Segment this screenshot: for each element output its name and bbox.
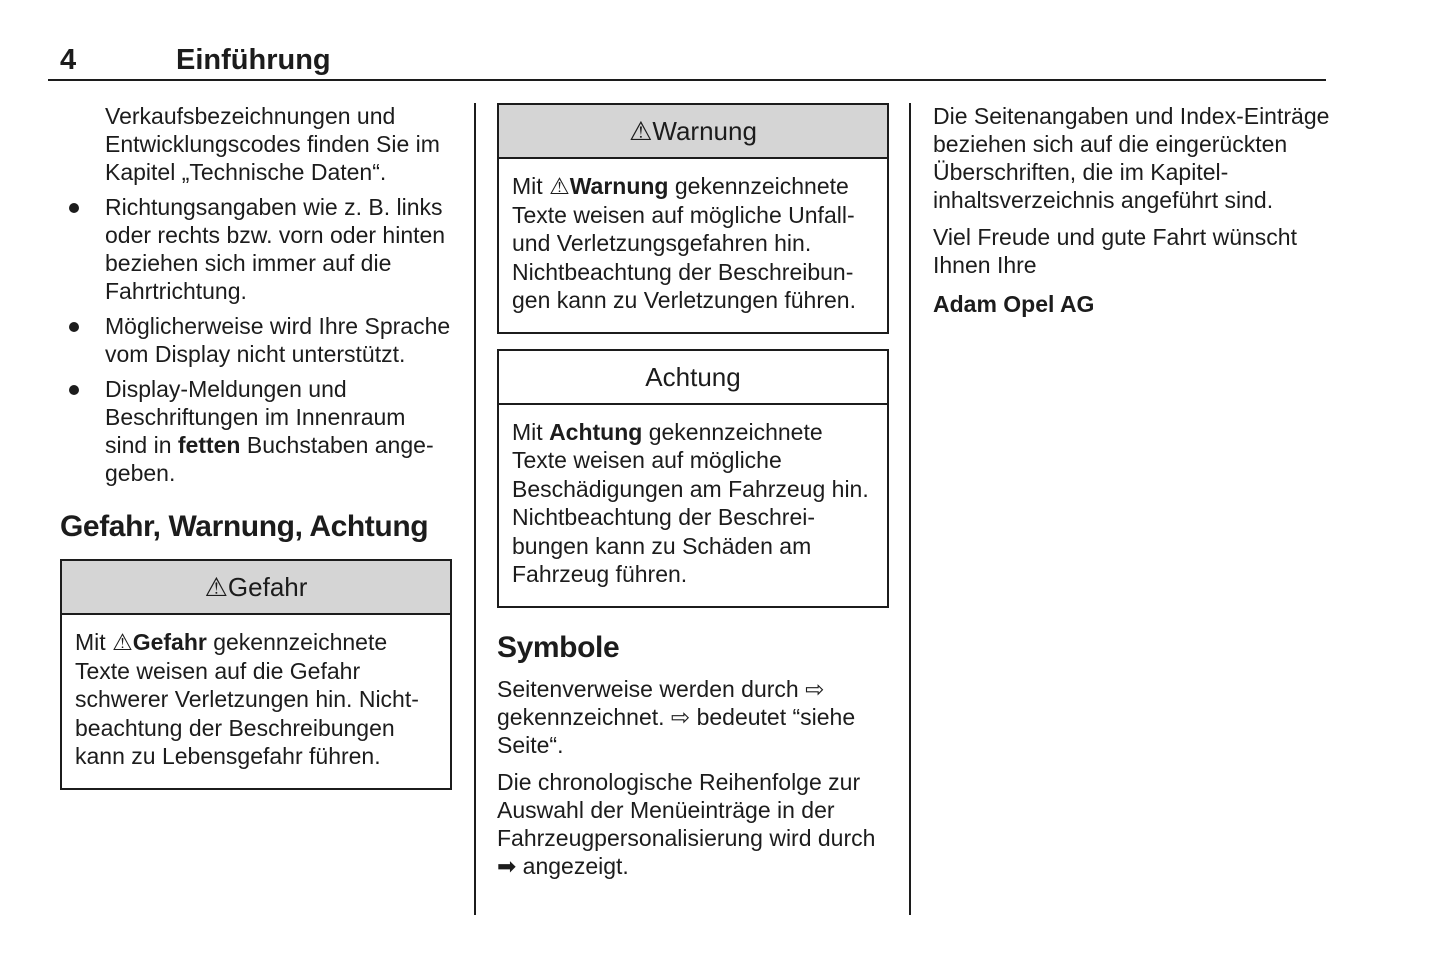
farewell-paragraph: Viel Freude und gute Fahrt wünscht Ihnen… (933, 224, 1297, 278)
page-number: 4 (60, 44, 77, 76)
column-divider (909, 103, 911, 915)
page-title: Einführung (176, 44, 331, 76)
bullet-text: Richtungsangaben wie z. B. links oder re… (105, 194, 446, 304)
symbols-paragraph-1: Seitenverweise werden durch ⇨ gekennzeic… (497, 675, 889, 759)
signature: Adam Opel AG (933, 291, 1095, 317)
warning-box: ⚠Warnung Mit ⚠Warnung gekennzeichnete Te… (497, 103, 889, 334)
caution-box-header: Achtung (499, 351, 887, 405)
symbols-heading: Symbole (497, 630, 620, 664)
bullet-text: Display-Meldungen und Beschriftungen im … (105, 376, 406, 458)
danger-body-keyword: Gefahr (132, 629, 207, 655)
page-reference-arrow-icon: ⇨ (805, 675, 825, 702)
warning-triangle-icon: ⚠ (629, 116, 653, 146)
bullet-text-bold: fetten (177, 432, 241, 458)
section-heading: Gefahr, Warnung, Achtung (60, 510, 429, 543)
symbols-text: angezeigt. (516, 852, 629, 879)
menu-sequence-arrow-icon: ➡ (497, 852, 517, 879)
warning-triangle-icon: ⚠ (549, 173, 570, 199)
bullet-text: Buchstaben ange­geben. (105, 432, 434, 486)
column-divider (474, 103, 476, 915)
warning-body-text: gekennzeichnete Texte weisen auf möglich… (512, 173, 856, 313)
danger-box-title: Gefahr (227, 572, 308, 602)
caution-box-title: Achtung (645, 361, 741, 392)
intro-paragraph: Verkaufsbezeichnungen und Entwicklungsco… (105, 103, 440, 185)
caution-body-text: gekennzeichnete Texte weisen auf möglich… (512, 418, 869, 588)
middle-column: ⚠Warnung Mit ⚠Warnung gekennzeichnete Te… (497, 102, 889, 880)
bullet-icon (69, 385, 79, 395)
danger-body-text: Mit (75, 629, 113, 655)
list-item: Möglicherweise wird Ihre Spra­che vom Di… (60, 312, 452, 368)
warning-body-keyword: Warnung (569, 173, 669, 199)
symbols-text: gekennzeichnet. (497, 703, 671, 730)
caution-body-keyword: Achtung (549, 418, 643, 445)
bullet-icon (69, 322, 79, 332)
caution-box: Achtung Mit Achtung gekennzeichnete Text… (497, 348, 889, 608)
warning-triangle-icon: ⚠ (112, 629, 133, 655)
list-item: Richtungsangaben wie z. B. links oder re… (60, 193, 452, 305)
list-item: Display-Meldungen und Beschriftungen im … (60, 375, 452, 487)
bullet-text: Möglicherweise wird Ihre Spra­che vom Di… (105, 313, 451, 367)
danger-box-body: Mit ⚠Gefahr gekennzeichnete Texte weisen… (62, 615, 450, 788)
warning-body-text: Mit (512, 173, 550, 199)
page-references-paragraph: Die Seitenangaben und Index-Einträge bez… (933, 103, 1330, 213)
symbols-text: Seitenverweise werden durch (497, 675, 806, 702)
danger-box: ⚠Gefahr Mit ⚠Gefahr gekennzeichnete Text… (60, 559, 452, 790)
danger-body-text: gekennzeichnete Texte weisen auf die Gef… (75, 629, 419, 769)
bullet-icon (69, 203, 79, 213)
header-rule (48, 79, 1326, 81)
danger-box-header: ⚠Gefahr (62, 561, 450, 615)
bullet-list: Richtungsangaben wie z. B. links oder re… (60, 193, 452, 487)
warning-triangle-icon: ⚠ (204, 572, 228, 602)
caution-box-body: Mit Achtung gekennzeichnete Texte weisen… (499, 405, 887, 606)
warning-box-header: ⚠Warnung (499, 105, 887, 159)
symbols-paragraph-2: Die chronologische Reihenfolge zur Auswa… (497, 768, 889, 880)
symbols-text: bedeutet “siehe Seite“. (497, 703, 856, 758)
page-reference-arrow-icon: ⇨ (670, 703, 691, 730)
symbols-text: Die chronologische Reihenfolge zur Auswa… (497, 768, 876, 851)
caution-body-text: Mit (512, 418, 550, 445)
left-column: Verkaufsbezeichnungen und Entwicklungsco… (60, 102, 452, 790)
warning-box-body: Mit ⚠Warnung gekennzeichnete Texte weise… (499, 159, 887, 332)
warning-box-title: Warnung (652, 116, 757, 146)
right-column: Die Seitenangaben und Index-Einträge bez… (933, 102, 1331, 318)
